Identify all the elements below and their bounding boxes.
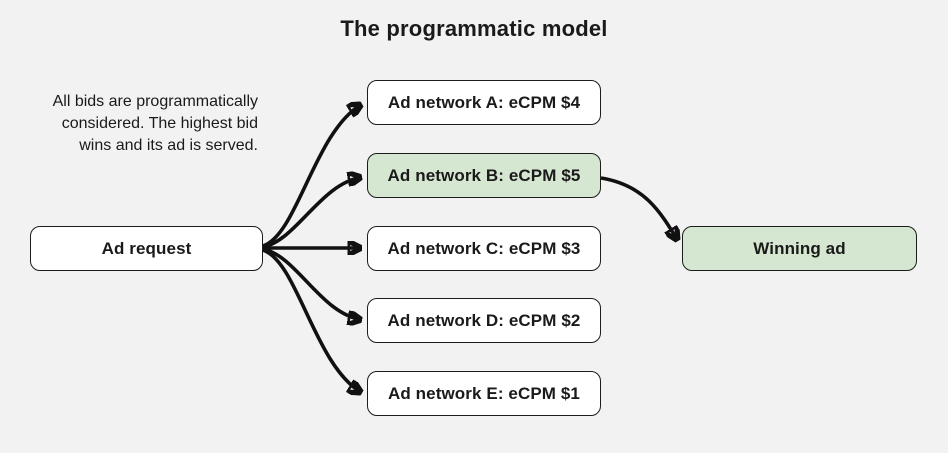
description-line-3: wins and its ad is served. bbox=[79, 137, 258, 154]
node-ad-network-b: Ad network B: eCPM $5 bbox=[367, 153, 601, 198]
node-ad-network-c: Ad network C: eCPM $3 bbox=[367, 226, 601, 271]
node-ad-request: Ad request bbox=[30, 226, 263, 271]
node-ad-network-a: Ad network A: eCPM $4 bbox=[367, 80, 601, 125]
arrow-request-to-network-d bbox=[262, 247, 362, 320]
description-text: All bids are programmatically considered… bbox=[8, 91, 258, 157]
node-ad-network-e: Ad network E: eCPM $1 bbox=[367, 371, 601, 416]
node-ad-network-d: Ad network D: eCPM $2 bbox=[367, 298, 601, 343]
arrow-network-b-to-winning bbox=[600, 176, 678, 241]
arrow-request-to-network-b bbox=[262, 177, 362, 249]
diagram-title: The programmatic model bbox=[340, 16, 608, 41]
node-winning-ad: Winning ad bbox=[682, 226, 917, 271]
arrow-request-to-network-e bbox=[262, 248, 362, 393]
description-line-1: All bids are programmatically bbox=[52, 93, 258, 110]
description-line-2: considered. The highest bid bbox=[61, 115, 258, 132]
arrow-request-to-network-a bbox=[262, 104, 362, 248]
